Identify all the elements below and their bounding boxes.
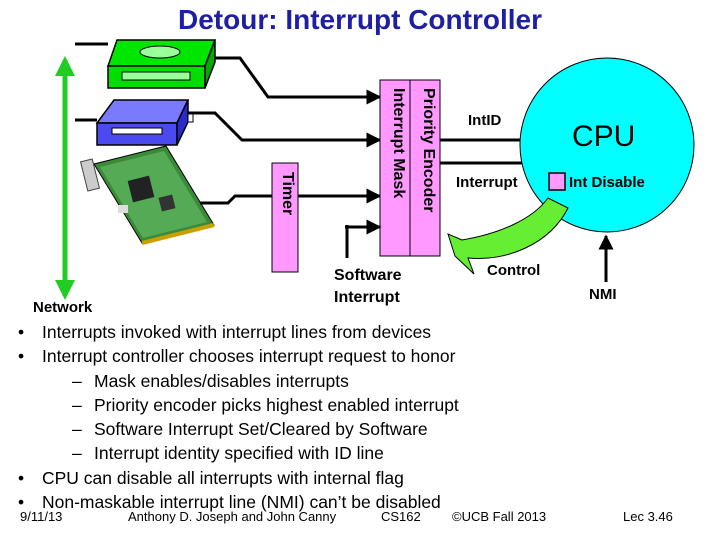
network-interrupt-line (200, 188, 382, 205)
cdrom-interrupt-line (215, 56, 382, 105)
control-label: Control (487, 262, 541, 279)
interrupt-label: Interrupt (456, 174, 518, 191)
printer-icon (75, 99, 194, 146)
bullet-list: Interrupts invoked with interrupt lines … (18, 320, 578, 515)
sub-bullet-item: Priority encoder picks highest enabled i… (18, 393, 578, 418)
timer-box (271, 162, 299, 273)
printer-interrupt-line (188, 111, 382, 148)
sub-bullet-item: Software Interrupt Set/Cleared by Softwa… (18, 417, 578, 442)
footer-authors: Anthony D. Joseph and John Canny (128, 509, 337, 524)
footer-date: 9/11/13 (20, 509, 63, 524)
int-disable-flag (548, 172, 566, 191)
intid-label: IntID (468, 112, 502, 129)
timer-label: Timer (279, 172, 296, 216)
int-disable-label: Int Disable (569, 174, 645, 191)
software-interrupt-label-line1: Software (334, 267, 402, 284)
cpu-label: CPU (572, 120, 636, 153)
control-arrow (447, 197, 569, 275)
priority-encoder-label: Priority Encoder (420, 88, 437, 213)
footer-lecture: Lec 3.46 (623, 509, 673, 524)
footer-course: CS162 (381, 509, 421, 524)
software-interrupt-label-line2: Interrupt (334, 289, 400, 306)
cdrom-drive-icon (75, 39, 217, 89)
network-card-icon (79, 145, 215, 245)
bullet-item: Interrupt controller chooses interrupt r… (18, 344, 578, 369)
sub-bullet-item: Interrupt identity specified with ID lin… (18, 441, 578, 466)
bullet-item: Non-maskable interrupt line (NMI) can’t … (18, 490, 578, 515)
bullet-item: Interrupts invoked with interrupt lines … (18, 320, 578, 345)
bullet-item: CPU can disable all interrupts with inte… (18, 466, 578, 491)
sub-bullet-item: Mask enables/disables interrupts (18, 369, 578, 394)
nmi-label: NMI (589, 286, 617, 303)
interrupt-mask-label: Interrupt Mask (390, 88, 407, 199)
network-label: Network (33, 299, 93, 316)
slide-title: Detour: Interrupt Controller (178, 4, 542, 35)
footer-copyright: ©UCB Fall 2013 (452, 509, 547, 524)
